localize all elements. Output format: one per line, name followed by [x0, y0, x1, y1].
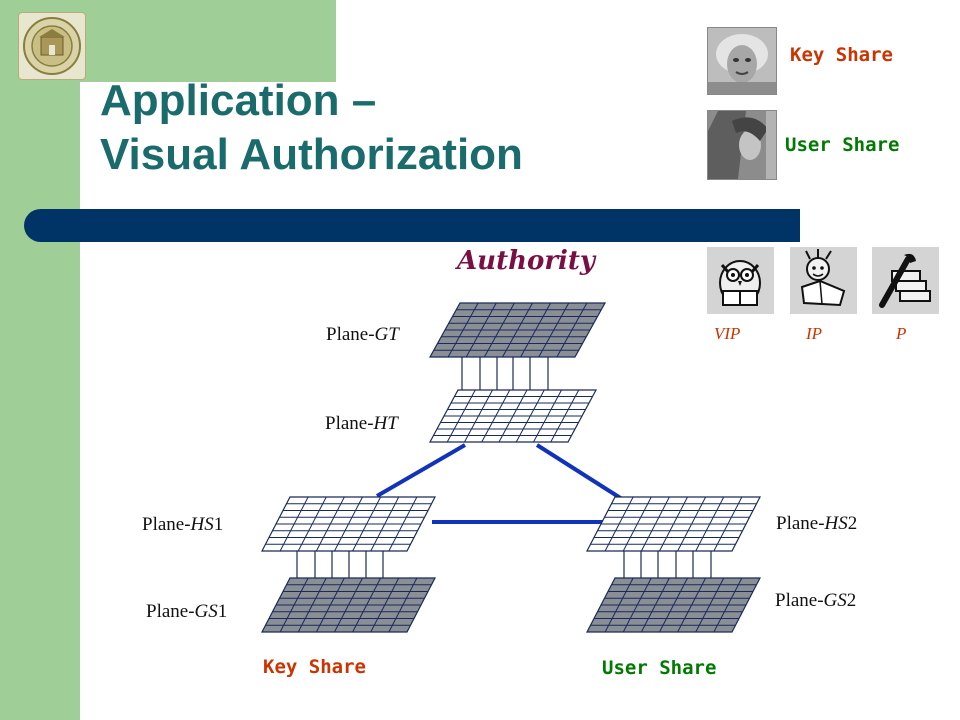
grid-line	[695, 577, 725, 633]
connector-lines	[375, 443, 635, 524]
grid-line	[677, 577, 707, 633]
plane-hs2-grid	[586, 496, 761, 552]
plane-hs2-label: Plane-HS2	[776, 513, 858, 534]
plane-gs2-label: Plane-GS2	[775, 590, 857, 611]
grid-line	[677, 496, 707, 552]
connector-ht-hs2	[535, 443, 635, 508]
grid-line	[556, 302, 588, 358]
sidebar-top-band	[80, 0, 336, 82]
grid-line	[538, 302, 570, 358]
level-p-label: P	[896, 324, 907, 343]
slide-title: Application – Visual Authorization	[100, 74, 523, 182]
plane-gt-label: Plane-GT	[326, 324, 399, 345]
legend-key-share-label: Key Share	[790, 44, 893, 66]
plane-ht-grid	[428, 389, 598, 443]
grid-line	[533, 389, 562, 443]
wrench-tools-icon	[872, 247, 939, 314]
grid-line	[713, 577, 743, 633]
grid-line	[515, 389, 545, 443]
plane-ht-label: Plane-HT	[325, 413, 398, 434]
plane-gs1-grid	[261, 577, 436, 633]
grid-line	[388, 496, 418, 552]
cartoon-reader-icon	[790, 247, 857, 314]
grid-line	[550, 389, 580, 443]
legend-user-share-label: User Share	[785, 134, 900, 156]
grid-line	[713, 496, 743, 552]
plane-hs1-grid	[261, 496, 436, 552]
title-line-1: Application –	[100, 76, 377, 125]
plane-hs1-label: Plane-HS1	[142, 514, 224, 535]
bottom-key-share-label: Key Share	[263, 656, 366, 678]
plane-gt-grid	[428, 302, 607, 358]
grid-line	[695, 496, 725, 552]
title-line-2: Visual Authorization	[100, 130, 523, 179]
owl-reading-icon	[707, 247, 774, 314]
title-divider-bar	[24, 209, 800, 242]
grid-line	[388, 577, 418, 633]
plane-gs1-label: Plane-GS1	[146, 601, 228, 622]
grid-line	[370, 496, 400, 552]
grid-line	[352, 496, 382, 552]
portrait-photo-key-share	[707, 27, 777, 95]
grid-line	[520, 302, 552, 358]
sidebar-strip	[0, 0, 80, 720]
authority-label: Authority	[457, 246, 596, 276]
bottom-user-share-label: User Share	[602, 657, 717, 679]
logo-icon	[18, 12, 86, 80]
grid-line	[370, 577, 400, 633]
portrait-photo-user-share	[707, 110, 777, 180]
plane-gs2-grid	[586, 577, 761, 633]
level-vip-label: VIP	[714, 324, 741, 343]
connector-ht-hs1	[375, 443, 467, 498]
grid-line	[352, 577, 382, 633]
level-ip-label: IP	[806, 324, 823, 343]
